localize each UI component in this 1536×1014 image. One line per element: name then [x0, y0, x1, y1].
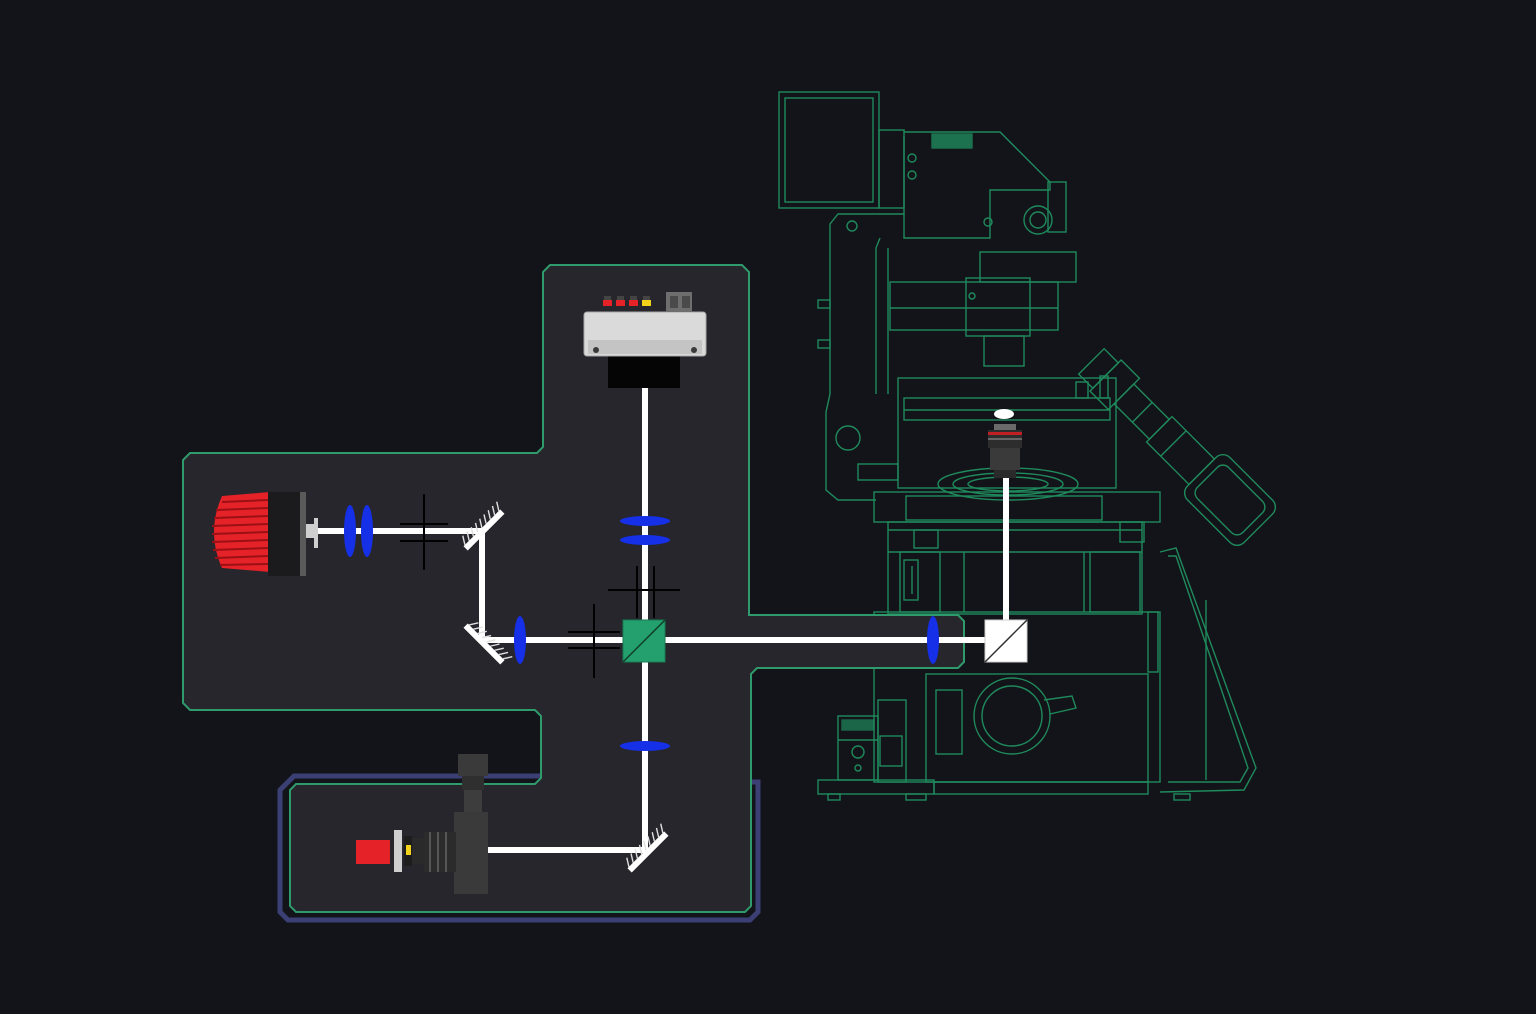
mirror-hatch: [481, 634, 492, 639]
mirror-hatch: [647, 836, 651, 846]
mirror-hatch: [466, 531, 470, 541]
diode-laser-icon: [356, 830, 424, 872]
mirror-hatch: [643, 840, 647, 851]
laser-source-icon: [211, 492, 318, 576]
mirror-hatch: [498, 651, 509, 656]
mirror-hatch: [474, 522, 479, 533]
mirror-surface: [463, 623, 505, 665]
mirror-hatch: [634, 849, 639, 859]
biconvex-lens-icon: [344, 505, 939, 751]
controller-box-icon: [583, 292, 707, 388]
mirror-surface: [627, 831, 669, 873]
inverted-microscope-icon: [778, 91, 1277, 801]
mirror-hatch: [651, 832, 656, 842]
objective-icon: [988, 409, 1022, 478]
beam-camera: [486, 640, 648, 853]
mirror-hatch: [638, 844, 643, 855]
mirror-hatch: [483, 514, 487, 524]
optical-table-panel: [182, 264, 965, 913]
mirror-hatch: [496, 501, 500, 512]
mirror-icon: [462, 501, 505, 551]
mirror-hatch: [490, 643, 500, 647]
camera-icon: [424, 754, 488, 894]
mirror-hatch: [502, 656, 513, 660]
mirror-hatch: [468, 622, 479, 626]
aperture-markers: [400, 494, 680, 678]
mirror-hatch: [477, 630, 487, 635]
mirror-hatch: [626, 857, 630, 868]
mirror-hatch: [473, 626, 483, 630]
mirror-surface: [463, 509, 505, 551]
mirror-hatch: [494, 647, 504, 652]
mirror-icon: [626, 823, 669, 873]
mirror-icon: [463, 622, 513, 665]
mirror-hatch: [470, 527, 475, 537]
mirror-hatch: [630, 853, 634, 863]
mirror-hatch: [479, 518, 483, 529]
mirror-hatch: [655, 827, 660, 838]
beamsplitter-cube-icon: [622, 619, 1028, 663]
mirror-hatch: [462, 535, 466, 546]
mirror-hatch: [660, 823, 664, 834]
mirror-hatch: [485, 639, 496, 643]
mirror-icon: [462, 501, 669, 873]
mirror-hatch: [487, 510, 492, 520]
mirror-hatch: [491, 505, 496, 516]
